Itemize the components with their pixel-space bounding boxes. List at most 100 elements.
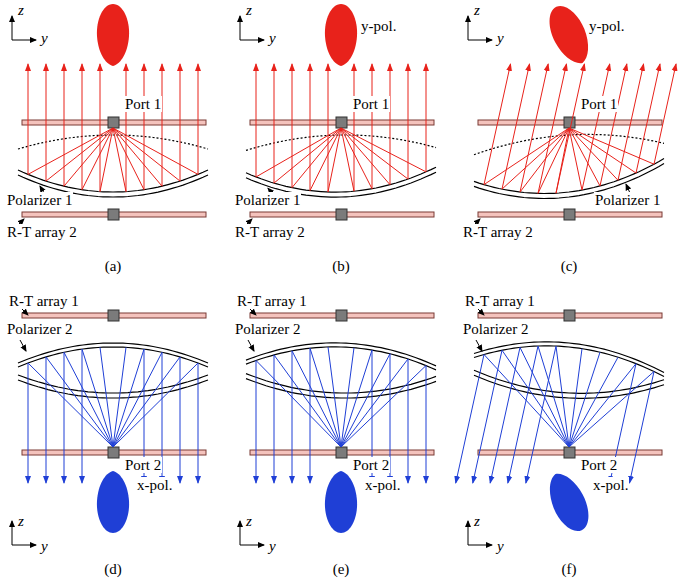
port-square <box>108 447 119 458</box>
ray <box>538 346 569 447</box>
ray <box>310 348 341 447</box>
radiation-lobe <box>542 0 597 70</box>
ray <box>113 128 126 192</box>
ray <box>328 347 341 447</box>
ray <box>341 128 354 191</box>
port-square <box>336 310 347 321</box>
ray-out <box>126 64 127 192</box>
lobe-shape <box>325 4 357 66</box>
part-label: Polarizer 2 <box>462 321 529 337</box>
ray <box>100 347 113 447</box>
axis-label: z <box>17 513 25 529</box>
radiation-lobe <box>325 4 357 66</box>
ray <box>310 128 341 191</box>
axis-label: y <box>496 538 505 554</box>
ray-out <box>520 64 548 192</box>
part-label: Polarizer 1 <box>234 192 301 208</box>
ray <box>274 128 341 183</box>
ray-out <box>274 64 275 183</box>
port-square <box>108 209 119 220</box>
part-label: x-pol. <box>364 477 401 493</box>
ray <box>113 352 162 447</box>
part-label: R-T array 2 <box>462 224 534 240</box>
ray-out <box>180 64 181 181</box>
port-square <box>336 447 347 458</box>
part-label: R-T array 2 <box>6 224 78 240</box>
part-label: R-T array 1 <box>464 293 536 309</box>
panel-caption: (b) <box>331 258 351 274</box>
ray-out <box>502 64 530 189</box>
ray-out <box>654 64 676 164</box>
axis-label: y <box>496 30 505 46</box>
ray <box>569 128 582 190</box>
ray-out <box>582 64 610 190</box>
radiation-lobe <box>97 471 129 533</box>
ray-out <box>426 366 427 483</box>
ray-out <box>328 64 329 192</box>
ray <box>341 354 390 447</box>
ray-out <box>100 64 101 192</box>
port-square <box>336 209 347 220</box>
ray-out <box>456 355 484 483</box>
radiation-lobe <box>97 4 129 66</box>
leader <box>478 309 484 315</box>
z-axis-arrow <box>468 521 469 545</box>
ray-out <box>64 352 65 483</box>
ray <box>64 352 113 447</box>
part-label: Polarizer 1 <box>6 192 73 208</box>
ray-out <box>390 64 391 185</box>
ray <box>100 128 113 192</box>
ray-out <box>144 64 145 190</box>
ray <box>569 128 636 173</box>
lens-arc <box>474 370 664 393</box>
part-label: x-pol. <box>136 477 173 493</box>
ray-out <box>180 357 181 483</box>
ray-out <box>426 64 427 172</box>
lobe-shape <box>97 4 129 66</box>
z-axis-arrow <box>12 521 13 545</box>
ray <box>569 357 618 447</box>
part-label: Port 2 <box>124 457 162 473</box>
ray <box>113 363 198 447</box>
axis-label: z <box>245 513 253 529</box>
port-square <box>108 310 119 321</box>
ray <box>556 346 569 447</box>
axis-label: z <box>17 2 25 18</box>
ray <box>292 128 341 188</box>
ray-out <box>256 360 257 483</box>
ray <box>569 128 654 164</box>
ray <box>113 128 198 174</box>
port-square <box>564 447 575 458</box>
ray-out <box>198 64 199 174</box>
ray-out <box>490 347 520 483</box>
ray-out <box>64 64 65 186</box>
ray <box>569 128 600 186</box>
ray <box>341 128 426 172</box>
ray-out <box>618 64 644 180</box>
y-axis-arrow <box>468 545 492 546</box>
lens-arc-back <box>474 375 664 398</box>
ray-out <box>46 357 47 483</box>
ray-out <box>46 64 47 181</box>
leader <box>248 340 254 351</box>
y-axis-arrow <box>240 545 264 546</box>
part-label: Port 2 <box>352 457 390 473</box>
ray <box>28 363 113 447</box>
panel-caption: (c) <box>560 258 579 274</box>
ray-out <box>162 64 163 186</box>
panel-caption: (d) <box>103 561 123 577</box>
ray-out <box>310 64 311 191</box>
y-axis-arrow <box>468 40 492 41</box>
ray-out <box>28 363 29 483</box>
ray-out <box>629 372 654 483</box>
panel-caption: (f) <box>561 561 578 577</box>
leader <box>20 340 26 351</box>
axis-label: y <box>40 30 49 46</box>
part-label: R-T array 2 <box>234 224 306 240</box>
ray <box>502 350 569 447</box>
ray-out <box>82 64 83 190</box>
part-label: R-T array 1 <box>236 293 308 309</box>
ray-out <box>473 350 502 483</box>
z-axis-arrow <box>468 16 469 40</box>
panel-caption: (e) <box>332 561 351 577</box>
